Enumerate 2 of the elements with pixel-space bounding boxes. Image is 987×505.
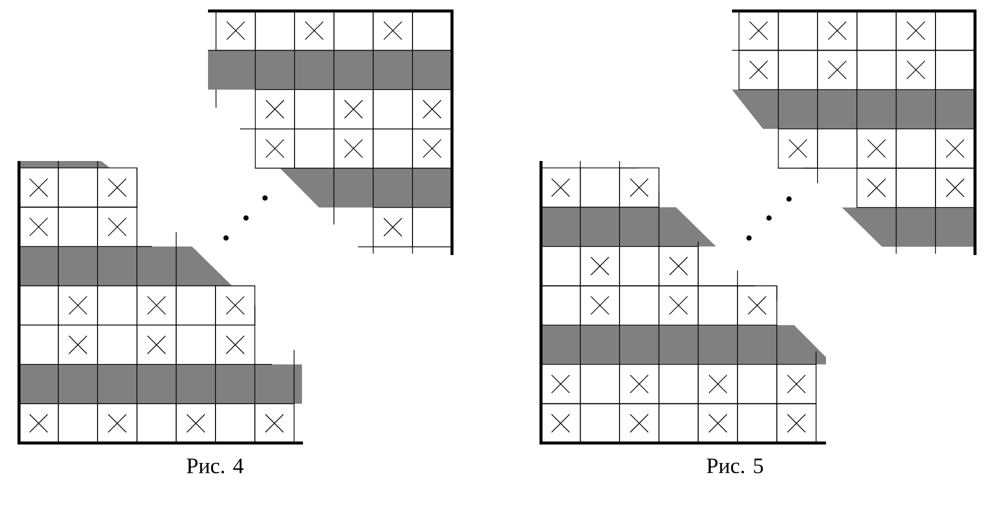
figure-caption: Рис. 4 — [186, 458, 244, 474]
figure-caption: Рис. 5 — [706, 458, 763, 474]
